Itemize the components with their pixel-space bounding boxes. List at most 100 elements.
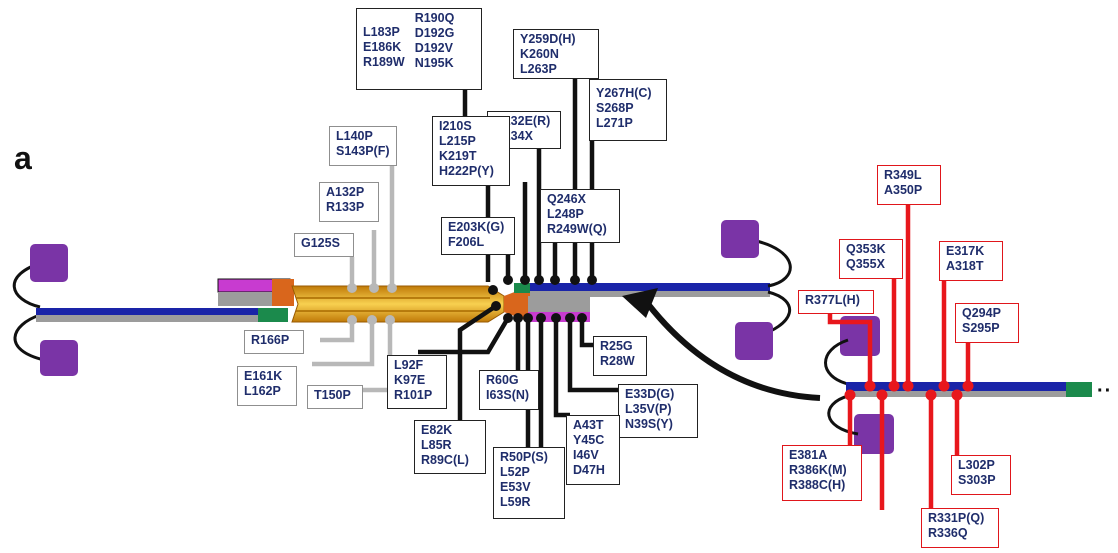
label-line: L248P (547, 207, 613, 222)
label-l302: L302P S303P (951, 455, 1011, 495)
label-line: L183P (363, 25, 405, 40)
panel-letter: a (14, 140, 32, 177)
label-t150: T150P (307, 385, 363, 409)
label-a132: A132P R133P (319, 182, 379, 222)
center-gray-block (528, 296, 590, 312)
continuation-dots: ·· (1097, 380, 1112, 403)
label-a43: A43T Y45C I46V D47H (566, 415, 620, 485)
label-r60: R60G I63S(N) (479, 370, 539, 410)
left-shaft-gray (36, 315, 266, 322)
label-line: D192G (415, 26, 455, 41)
label-line: A318T (946, 259, 996, 274)
label-line: I46V (573, 448, 613, 463)
label-line: R60G (486, 373, 532, 388)
label-line: R89C(L) (421, 453, 479, 468)
label-line: Q353K (846, 242, 896, 257)
label-line: N39S(Y) (625, 417, 691, 432)
label-e317: E317K A318T (939, 241, 1003, 281)
label-line: L140P (336, 129, 390, 144)
label-line: G125S (301, 236, 347, 251)
label-line: R249W(Q) (547, 222, 613, 237)
label-line: E161K (244, 369, 290, 384)
label-line: L271P (596, 116, 660, 131)
label-line: R388C(H) (789, 478, 855, 493)
left-head-upper (30, 244, 68, 282)
label-l183-r190: L183P E186K R189W R190Q D192G D192V N195… (356, 8, 482, 90)
label-line: E82K (421, 423, 479, 438)
label-line: Y45C (573, 433, 613, 448)
label-e203: E203K(G) F206L (441, 217, 515, 255)
label-line: D47H (573, 463, 613, 478)
label-line: R336Q (928, 526, 992, 541)
label-line: F206L (448, 235, 508, 250)
label-line: D192V (415, 41, 455, 56)
zoom-linker-lower (829, 396, 858, 434)
label-line: S143P(F) (336, 144, 390, 159)
label-e381: E381A R386K(M) R388C(H) (782, 445, 862, 501)
label-line: N195K (415, 56, 455, 71)
label-line: L302P (958, 458, 1004, 473)
label-line: I210S (439, 119, 503, 134)
label-line: E186K (363, 40, 405, 55)
label-line: Y267H(C) (596, 86, 660, 101)
left-shaft-green (258, 308, 288, 322)
label-line: H222P(Y) (439, 164, 503, 179)
label-y259: Y259D(H) K260N L263P (513, 29, 599, 79)
label-line: L85R (421, 438, 479, 453)
label-r331: R331P(Q) R336Q (921, 508, 999, 548)
label-line: S303P (958, 473, 1004, 488)
label-line: R377L(H) (805, 293, 867, 308)
label-line: E53V (500, 480, 558, 495)
label-line: S295P (962, 321, 1012, 336)
label-r349: R349L A350P (877, 165, 941, 205)
label-line: L59R (500, 495, 558, 510)
label-line: R101P (394, 388, 440, 403)
label-line: R190Q (415, 11, 455, 26)
label-line: L92F (394, 358, 440, 373)
gold-rod (292, 286, 504, 322)
label-line: A43T (573, 418, 613, 433)
label-i210: I210S L215P K219T H222P(Y) (432, 116, 510, 186)
label-line: R28W (600, 354, 640, 369)
label-line: Y259D(H) (520, 32, 592, 47)
label-r377: R377L(H) (798, 290, 874, 314)
label-line: R50P(S) (500, 450, 558, 465)
zoom-shaft-green (1066, 382, 1092, 397)
label-line: I63S(N) (486, 388, 532, 403)
label-line: L35V(P) (625, 402, 691, 417)
label-line: L52P (500, 465, 558, 480)
label-line: R133P (326, 200, 372, 215)
left-stub-orange (272, 279, 294, 306)
label-e33: E33D(G) L35V(P) N39S(Y) (618, 384, 698, 438)
right-head-upper (721, 220, 759, 258)
label-q294: Q294P S295P (955, 303, 1019, 343)
label-line: R25G (600, 339, 640, 354)
label-line: A132P (326, 185, 372, 200)
label-line: K219T (439, 149, 503, 164)
label-e161: E161K L162P (237, 366, 297, 406)
label-line: E33D(G) (625, 387, 691, 402)
label-line: L263P (520, 62, 592, 77)
label-r166: R166P (244, 330, 304, 354)
label-line: Q246X (547, 192, 613, 207)
label-line: T150P (314, 388, 356, 403)
label-line: S268P (596, 101, 660, 116)
label-line: R189W (363, 55, 405, 70)
label-line: R349L (884, 168, 934, 183)
label-line: R331P(Q) (928, 511, 992, 526)
label-g125: G125S (294, 233, 354, 257)
label-line: K97E (394, 373, 440, 388)
right-head-lower (735, 322, 773, 360)
label-line: R386K(M) (789, 463, 855, 478)
label-line: E381A (789, 448, 855, 463)
left-head-lower (40, 340, 78, 376)
label-line: A350P (884, 183, 934, 198)
label-line: Q294P (962, 306, 1012, 321)
left-shaft-blue (36, 308, 266, 315)
label-line: R166P (251, 333, 297, 348)
label-l140: L140P S143P(F) (329, 126, 397, 166)
label-line: K260N (520, 47, 592, 62)
label-q353: Q353K Q355X (839, 239, 903, 279)
label-q246: Q246X L248P R249W(Q) (540, 189, 620, 243)
label-line: E317K (946, 244, 996, 259)
